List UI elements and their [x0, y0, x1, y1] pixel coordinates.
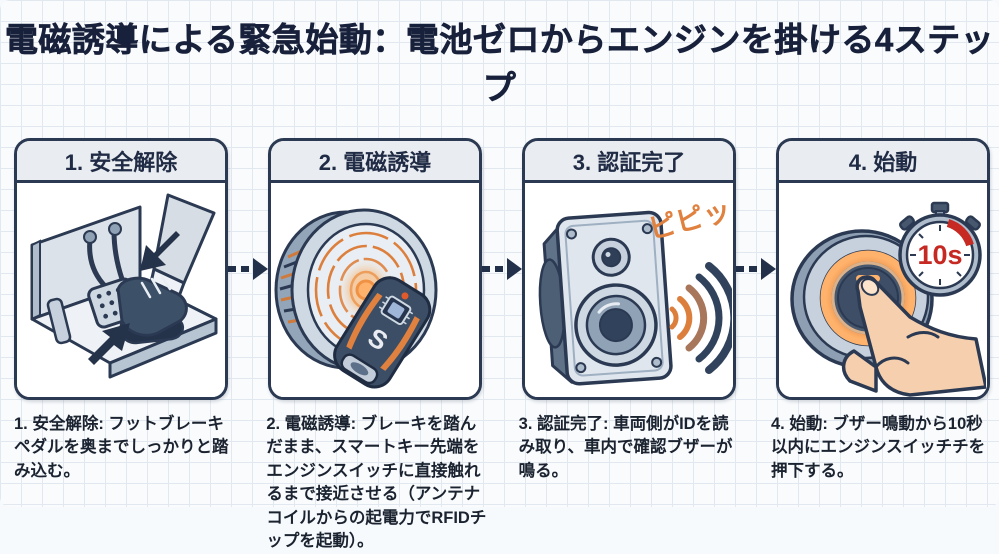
beep-sound-label: ピピッ — [645, 194, 732, 244]
arrow-gap-3 — [736, 254, 776, 284]
press-arrow-upper-icon — [140, 230, 180, 271]
step-4-body: 10s — [779, 183, 987, 397]
step-2-header: 2. 電磁誘導 — [271, 141, 479, 183]
step-column-1: 1. 安全解除 — [14, 138, 228, 400]
step-card-3: 3. 認証完了 — [522, 138, 736, 400]
step-column-2: 2. 電磁誘導 — [268, 138, 482, 400]
timer-label: 10s — [917, 240, 962, 270]
brake-pedal-illustration — [30, 193, 218, 378]
step-1-description: 1. 安全解除: フットブレーキペダルを奥までしっかりと踏み込む。 — [14, 415, 229, 480]
smart-key-icon: S — [333, 275, 432, 388]
step-3-header: 3. 認証完了 — [525, 141, 733, 183]
desc-column-4: 4. 始動: ブザー鳴動から10秒以内にエンジンスイッチチを押下する。 — [771, 413, 985, 554]
step-3-description: 3. 認証完了: 車両側がIDを読み取り、車内で確認ブザーが鳴る。 — [518, 415, 733, 480]
pressing-finger-icon — [841, 274, 986, 397]
dashed-arrow-icon — [228, 258, 268, 280]
step-column-4: 4. 始動 — [776, 138, 990, 400]
step-card-1: 1. 安全解除 — [14, 138, 228, 400]
step-1-body — [17, 183, 225, 397]
desc-column-1: 1. 安全解除: フットブレーキペダルを奥までしっかりと踏み込む。 — [14, 413, 229, 554]
step-4-header: 4. 始動 — [779, 141, 987, 183]
step-2-body: S — [271, 183, 479, 397]
step-column-3: 3. 認証完了 — [522, 138, 736, 400]
stopwatch-icon: 10s — [898, 201, 982, 297]
speaker-illustration: ピピッ — [538, 194, 732, 386]
step-3-body: ピピッ — [525, 183, 733, 397]
descriptions-row: 1. 安全解除: フットブレーキペダルを奥までしっかりと踏み込む。 2. 電磁誘… — [0, 413, 999, 554]
step-2-description: 2. 電磁誘導: ブレーキを踏んだまま、スマートキー先端をエンジンスイッチに直接… — [266, 415, 487, 551]
arrow-gap-1 — [228, 254, 268, 284]
desc-column-2: 2. 電磁誘導: ブレーキを踏んだまま、スマートキー先端をエンジンスイッチに直接… — [266, 413, 486, 554]
start-button-illustration: 10s — [790, 201, 986, 397]
steps-row: 1. 安全解除 — [0, 138, 999, 400]
arrow-gap-2 — [482, 254, 522, 284]
step-1-header: 1. 安全解除 — [17, 141, 225, 183]
page-title: 電磁誘導による緊急始動：電池ゼロからエンジンを掛ける4ステップ — [4, 21, 995, 107]
desc-column-3: 3. 認証完了: 車両側がIDを読み取り、車内で確認ブザーが鳴る。 — [519, 413, 733, 554]
dashed-arrow-icon — [482, 258, 522, 280]
sound-waves-icon — [669, 261, 732, 374]
induction-coil-illustration: S — [274, 208, 438, 388]
step-card-2: 2. 電磁誘導 — [268, 138, 482, 400]
step-4-description: 4. 始動: ブザー鳴動から10秒以内にエンジンスイッチチを押下する。 — [770, 415, 986, 480]
press-arrow-lower-icon — [88, 322, 130, 365]
dashed-arrow-icon — [736, 258, 776, 280]
step-card-4: 4. 始動 — [776, 138, 990, 400]
